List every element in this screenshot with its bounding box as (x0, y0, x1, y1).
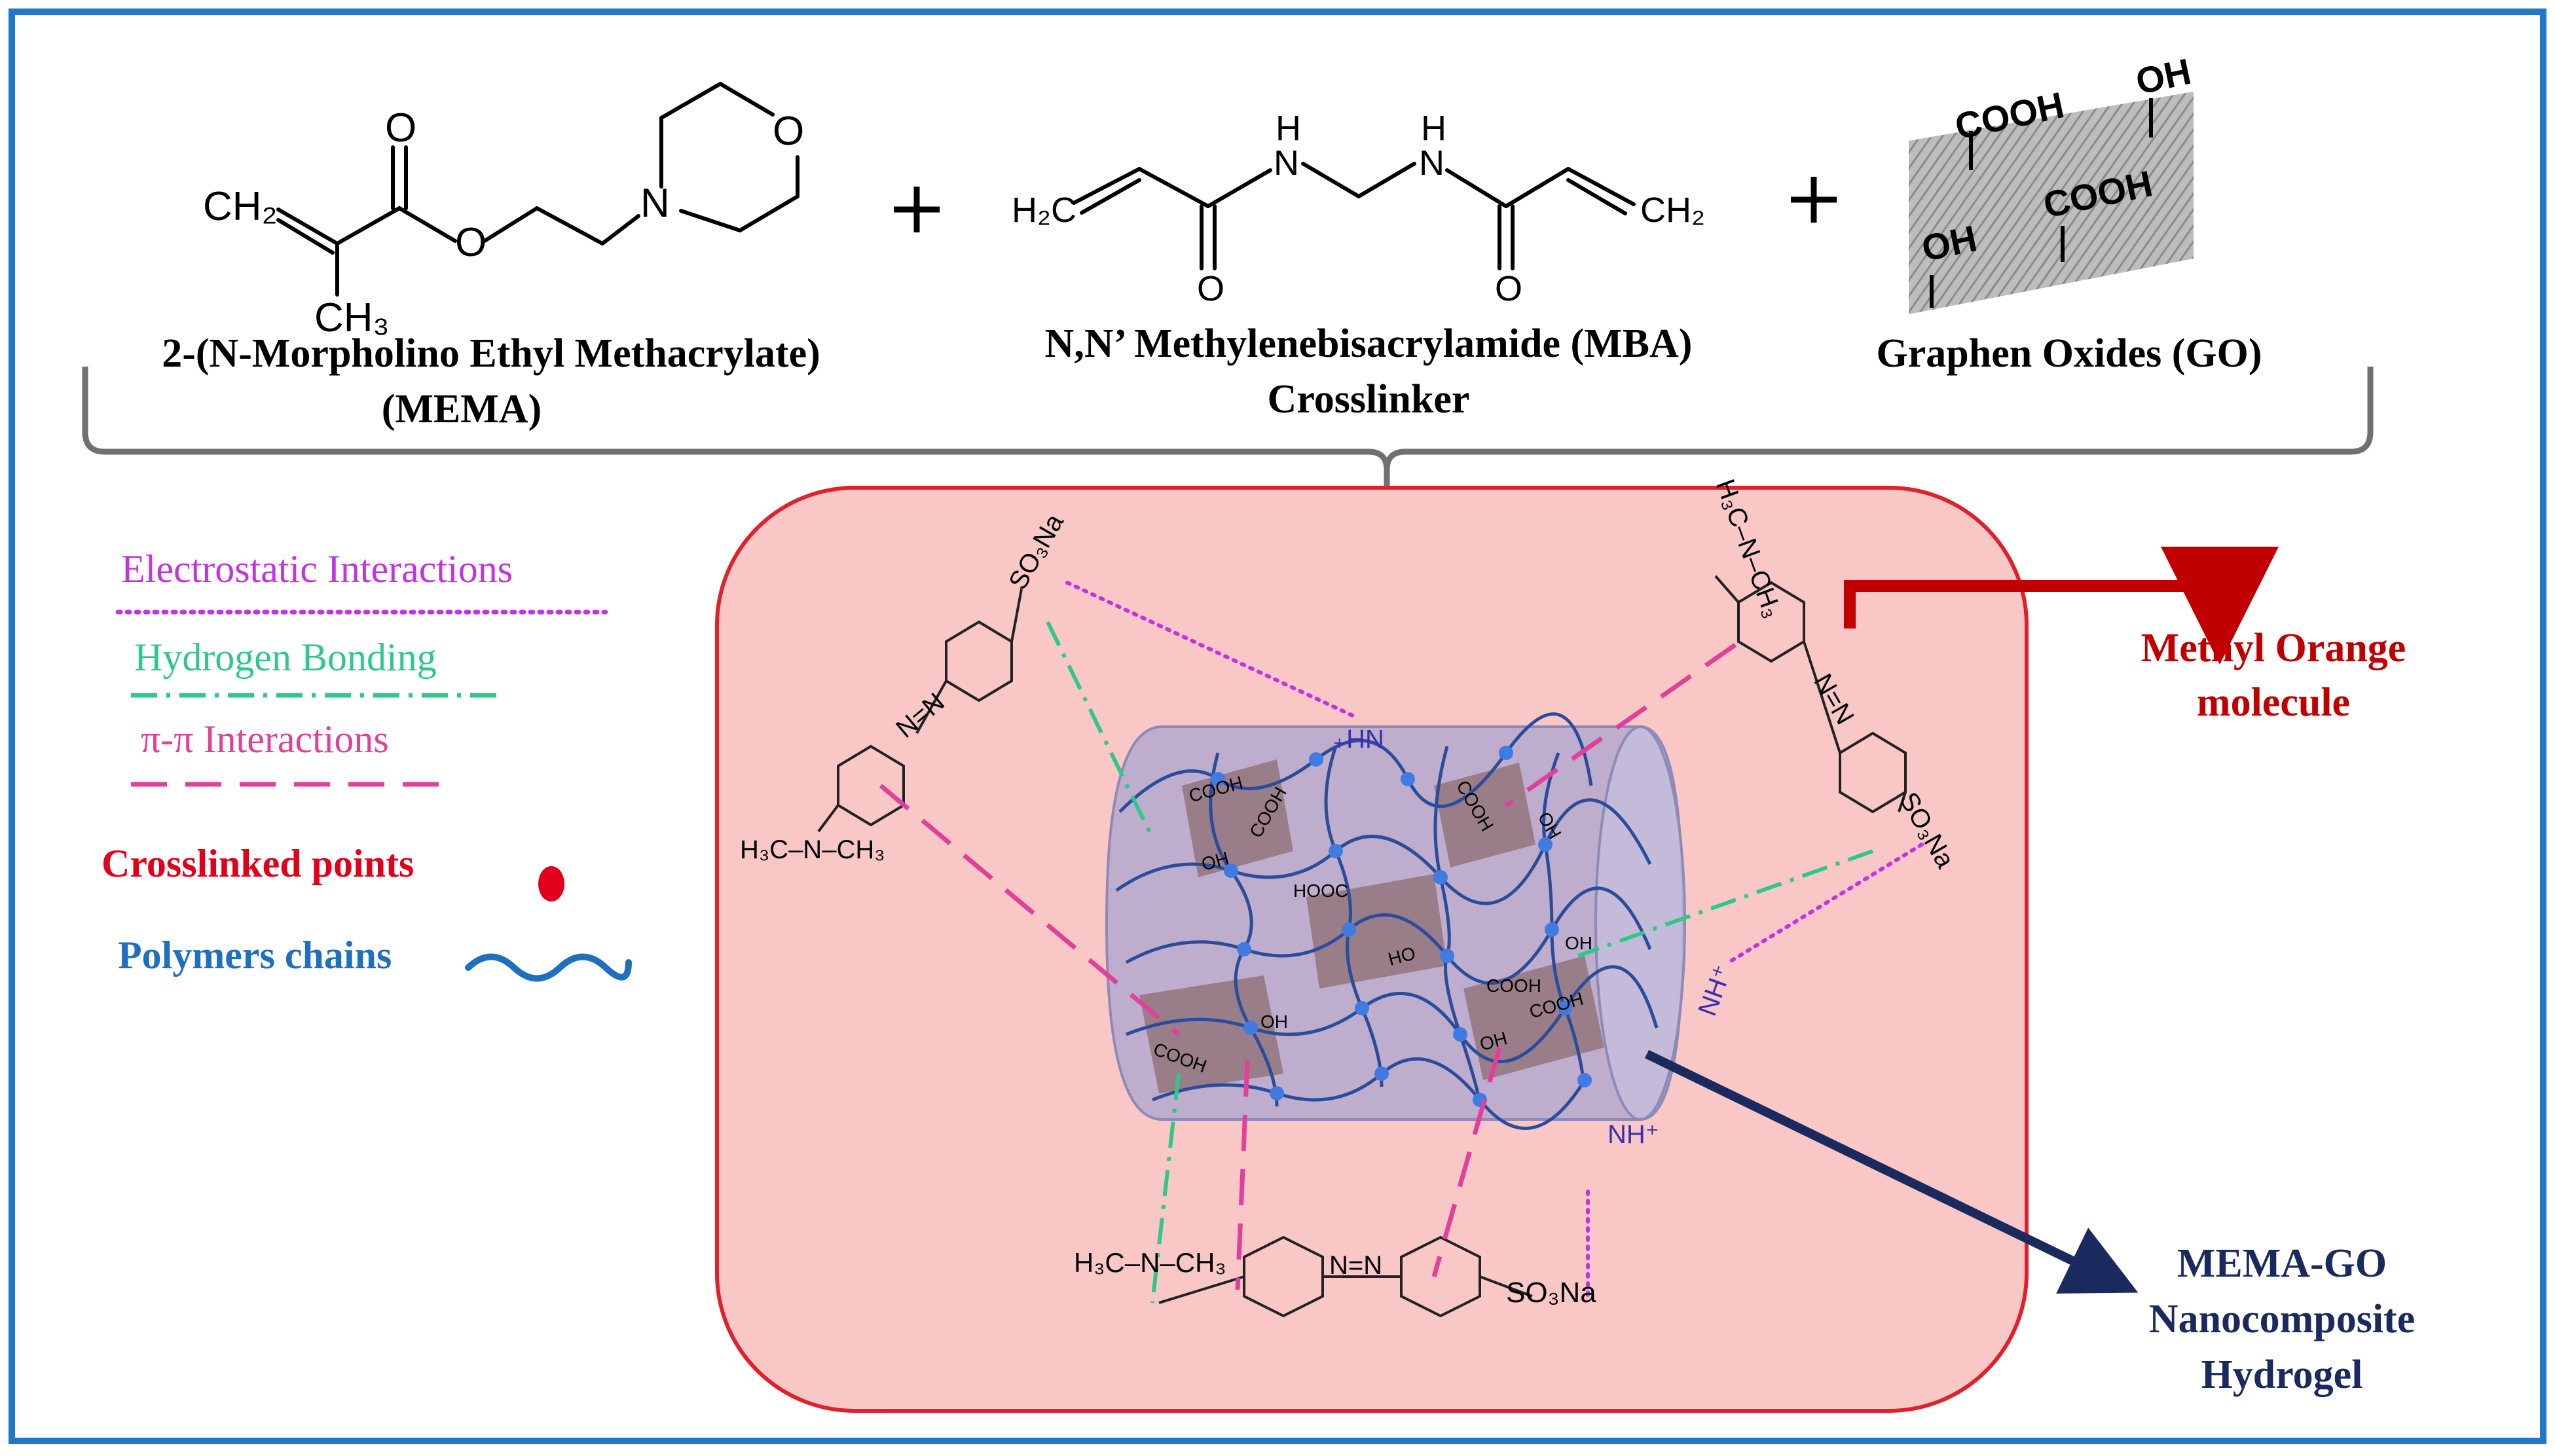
go-name: Graphen Oxides (GO) (1876, 331, 2262, 376)
plus-signs (894, 177, 1837, 232)
methyl-orange-arrow (1844, 547, 2279, 664)
mba-n2-label: N (1419, 143, 1444, 183)
cyl-oh-5: OH (1260, 1011, 1288, 1032)
legend-electrostatic-label: Electrostatic Interactions (121, 547, 513, 591)
cyl-oh-3: OH (1565, 933, 1592, 953)
mo-bottom-nh: NH⁺ (1608, 1120, 1659, 1149)
hydrogel-line2: Nanocomposite (2148, 1297, 2416, 1341)
mo-bottom-azo: N=N (1329, 1251, 1383, 1280)
methyl-orange-title: Methyl Orange (2141, 626, 2406, 670)
mo-bottom-amine: H₃C–N–CH₃ (1074, 1247, 1226, 1278)
mba-h2-label: H (1421, 109, 1446, 148)
interaction-lines (879, 581, 1924, 1303)
mba-o2-label: O (1495, 269, 1523, 308)
hydrogel-arrow (1644, 1049, 2139, 1294)
outer-frame (9, 9, 2546, 1444)
legend-lines (115, 610, 632, 982)
mema-o-carbonyl-label: O (385, 105, 417, 151)
crosslink-nodes (1211, 746, 1592, 1107)
mba-role: Crosslinker (1267, 377, 1470, 422)
mba-o1-label: O (1197, 269, 1225, 308)
methyl-orange-bonds (817, 575, 1907, 1304)
mba-ch2-label: CH₂ (1640, 191, 1705, 230)
legend-pi-label: π-π Interactions (141, 718, 389, 761)
mba-h1-label: H (1276, 109, 1301, 148)
mema-name: 2-(N-Morpholino Ethyl Methacrylate) (162, 331, 820, 376)
mo-top-nh: NH⁺ (1333, 724, 1384, 753)
grouping-brace (82, 367, 2374, 537)
methyl-orange-rings (837, 581, 1907, 1318)
cyl-cooh-4: COOH (1486, 975, 1541, 996)
mema-ch2-label: CH₂ (203, 184, 278, 229)
mba-h2c-label: H₂C (1012, 191, 1076, 230)
methyl-orange-subtitle: molecule (2196, 680, 2351, 725)
mema-n-label: N (640, 181, 670, 226)
hydrogel-line1: MEMA-GO (2177, 1241, 2387, 1286)
legend-hydrogen-label: Hydrogen Bonding (134, 636, 437, 679)
go-sheet (1909, 92, 2194, 314)
mema-o-ring-label: O (773, 109, 805, 154)
mema-abbr: (MEMA) (381, 387, 542, 431)
mba-name: N,N’ Methylenebisacrylamide (MBA) (1044, 321, 1693, 366)
cyl-hooc: HOOC (1293, 881, 1348, 901)
mo-left-amine: H₃C–N–CH₃ (740, 835, 885, 864)
hydrogel-line3: Hydrogel (2201, 1353, 2363, 1397)
legend-polymers-label: Polymers chains (118, 934, 392, 977)
mema-o-ester-label: O (455, 220, 487, 265)
mo-bottom-so3na: SO₃Na (1506, 1277, 1596, 1309)
mema-ch3-label: CH₃ (314, 295, 390, 340)
mema-structure (276, 82, 800, 297)
mba-structure (1072, 162, 1636, 270)
legend-crosslinked-label: Crosslinked points (101, 842, 414, 885)
mba-n1-label: N (1274, 143, 1299, 183)
